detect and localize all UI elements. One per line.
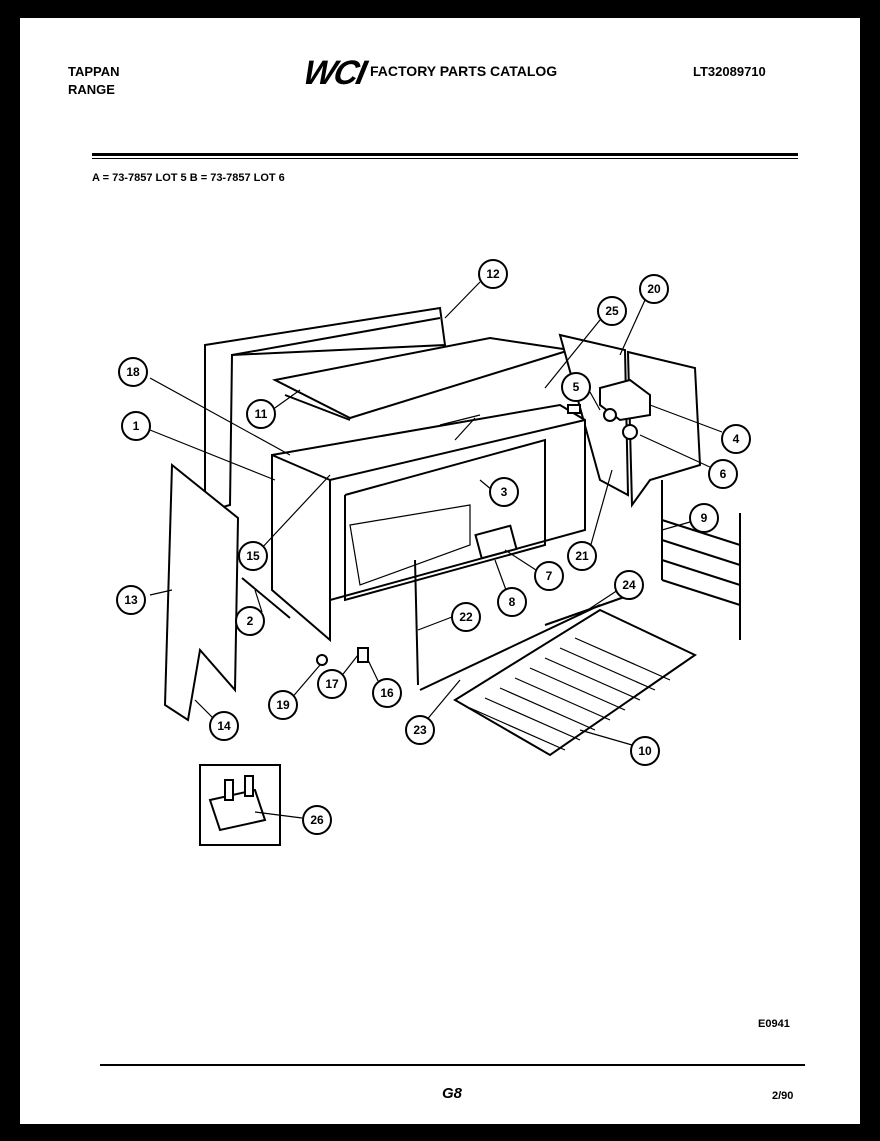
svg-text:12: 12 [486, 267, 500, 281]
svg-text:2: 2 [247, 614, 254, 628]
part-clip [357, 647, 369, 663]
svg-text:4: 4 [733, 432, 740, 446]
header-rule-thin [92, 158, 798, 159]
svg-text:22: 22 [459, 610, 473, 624]
svg-text:16: 16 [380, 686, 394, 700]
part-side-panel-right [558, 333, 702, 508]
part-bottom-rail [241, 577, 291, 619]
product-type: RANGE [68, 82, 115, 97]
svg-text:3: 3 [501, 485, 508, 499]
callout-26: 26 [302, 805, 332, 835]
footer-rule [100, 1064, 805, 1066]
variants-legend: A = 73-7857 LOT 5 B = 73-7857 LOT 6 [92, 172, 285, 184]
part-rack [661, 480, 741, 640]
callout-16: 16 [372, 678, 402, 708]
header-rule-thick [92, 153, 798, 156]
callout-19: 19 [268, 690, 298, 720]
part-trim-bottom [419, 604, 601, 691]
callout-21: 21 [567, 541, 597, 571]
svg-text:1: 1 [133, 419, 140, 433]
catalog-title: FACTORY PARTS CATALOG [370, 63, 558, 79]
page-number: G8 [442, 1085, 463, 1102]
callout-13: 13 [116, 585, 146, 615]
callout-10: 10 [630, 736, 660, 766]
part-foot [316, 654, 328, 666]
callout-1: 1 [121, 411, 151, 441]
callout-11: 11 [246, 399, 276, 429]
catalog-sheet [20, 18, 860, 1124]
part-control-box [567, 378, 651, 440]
svg-text:15: 15 [246, 549, 260, 563]
callout-24: 24 [614, 570, 644, 600]
svg-text:9: 9 [701, 511, 708, 525]
callout-17: 17 [317, 669, 347, 699]
svg-text:18: 18 [126, 365, 140, 379]
callout-8: 8 [497, 587, 527, 617]
callout-2: 2 [235, 606, 265, 636]
callout-25: 25 [597, 296, 627, 326]
svg-text:25: 25 [605, 304, 619, 318]
svg-text:26: 26 [310, 813, 324, 827]
part-side-panel-left [163, 462, 240, 722]
callout-6: 6 [708, 459, 738, 489]
brand-name: TAPPAN [68, 64, 120, 79]
part-switch-inset [199, 764, 281, 846]
svg-text:11: 11 [255, 407, 268, 421]
part-trim-vertical [414, 559, 419, 686]
callout-3: 3 [489, 477, 519, 507]
svg-text:7: 7 [546, 569, 553, 583]
svg-text:8: 8 [509, 595, 516, 609]
callout-22: 22 [451, 602, 481, 632]
part-broiler-grid [453, 608, 697, 757]
svg-text:19: 19 [276, 698, 290, 712]
svg-text:5: 5 [573, 380, 580, 394]
revision-date: 2/90 [772, 1090, 794, 1102]
callout-14: 14 [209, 711, 239, 741]
callout-15: 15 [238, 541, 268, 571]
callout-7: 7 [534, 561, 564, 591]
svg-text:17: 17 [325, 677, 339, 691]
callout-4: 4 [721, 424, 751, 454]
part-cabinet-body [271, 403, 586, 643]
callout-18: 18 [118, 357, 148, 387]
callout-20: 20 [639, 274, 669, 304]
svg-text:14: 14 [217, 719, 231, 733]
svg-text:24: 24 [622, 578, 636, 592]
model-number: LT32089710 [693, 64, 766, 79]
callout-23: 23 [405, 715, 435, 745]
svg-text:20: 20 [647, 282, 661, 296]
svg-text:6: 6 [720, 467, 727, 481]
callout-12: 12 [478, 259, 508, 289]
svg-text:13: 13 [124, 593, 138, 607]
svg-text:23: 23 [413, 723, 427, 737]
callout-leaders [149, 281, 723, 819]
svg-text:10: 10 [638, 744, 652, 758]
callout-9: 9 [689, 503, 719, 533]
svg-text:21: 21 [575, 549, 589, 563]
diagram-code: E0941 [758, 1018, 790, 1030]
callout-5: 5 [561, 372, 591, 402]
